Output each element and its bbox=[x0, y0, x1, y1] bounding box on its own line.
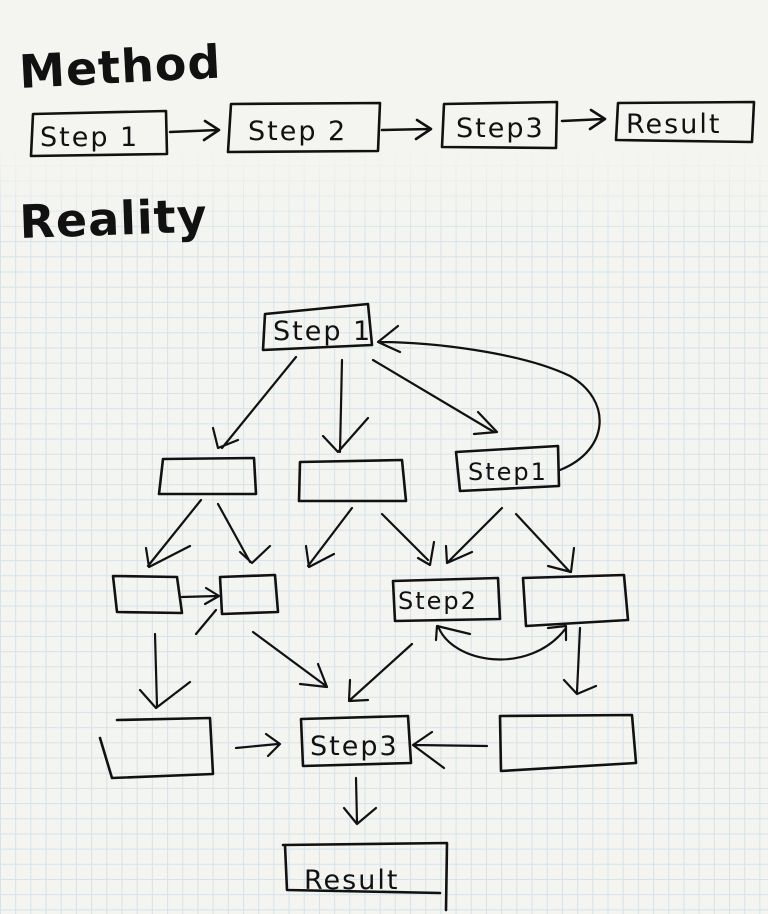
arrow-step1right-to-row3d bbox=[514, 512, 576, 574]
reality-arrows bbox=[138, 324, 601, 826]
arrow-row4right-to-step3 bbox=[411, 730, 489, 770]
reality-step1-top-label: Step 1 bbox=[273, 316, 372, 347]
method-result-label: Result bbox=[626, 109, 721, 140]
arrow-step1-to-right bbox=[371, 358, 499, 436]
empty-box-row3-d bbox=[521, 573, 630, 628]
arrow-row3d-to-row4right bbox=[562, 626, 598, 696]
method-step1-label: Step 1 bbox=[40, 122, 139, 153]
reality-title: Reality bbox=[18, 188, 208, 249]
reality-result-label: Result bbox=[304, 865, 399, 896]
method-step2-label: Step 2 bbox=[248, 116, 347, 147]
arrow-step1-to-left bbox=[211, 355, 298, 450]
method-arrow-2 bbox=[380, 118, 433, 141]
arrow-step2-row3d-loop bbox=[434, 624, 568, 661]
method-step3-label: Step3 bbox=[456, 113, 545, 144]
arrow-row3b-to-step3 bbox=[251, 630, 329, 689]
reality-step3-box bbox=[299, 714, 413, 768]
reality-step2-box bbox=[391, 576, 502, 623]
method-flow: Step 1 Step 2 Step3 Result bbox=[29, 100, 756, 158]
grid-paper bbox=[0, 150, 768, 914]
reality-step2-label: Step2 bbox=[398, 587, 478, 615]
arrow-step2-to-step3 bbox=[347, 642, 414, 703]
arrow-feedback-loop bbox=[376, 324, 601, 472]
arrow-step1-to-middle bbox=[321, 358, 370, 454]
empty-box-row3-a bbox=[111, 574, 184, 615]
reality-step1-right-label: Step1 bbox=[468, 458, 548, 486]
arrow-step3-to-result bbox=[342, 776, 378, 826]
arrow-middle-to-step2 bbox=[380, 512, 436, 567]
arrow-row3a-to-row4left bbox=[138, 632, 192, 710]
arrow-row3a-to-row3b bbox=[180, 586, 221, 636]
method-step3-box bbox=[440, 100, 559, 150]
empty-box-row4-left bbox=[98, 716, 215, 780]
empty-box-row3-b bbox=[218, 573, 280, 616]
empty-box-row4-right bbox=[498, 713, 638, 773]
arrow-row4left-to-step3 bbox=[234, 732, 282, 758]
method-title: Method bbox=[18, 34, 223, 99]
reality-boxes: Step 1 Step1 Step2 Step3 Result bbox=[98, 302, 638, 912]
arrow-left-to-row3b bbox=[216, 502, 272, 565]
reality-step3-label: Step3 bbox=[310, 731, 399, 762]
method-arrow-3 bbox=[560, 108, 607, 131]
method-result-box bbox=[614, 100, 756, 144]
method-arrow-1 bbox=[168, 119, 221, 142]
empty-box-row2-middle bbox=[297, 458, 408, 503]
arrow-middle-to-row3b bbox=[304, 506, 354, 569]
reality-step1-top-box bbox=[261, 302, 374, 352]
arrow-left-to-row3a bbox=[144, 498, 203, 569]
method-step2-box bbox=[226, 101, 382, 154]
empty-box-row2-left bbox=[157, 456, 258, 496]
arrow-step1right-to-step2 bbox=[444, 506, 504, 565]
reality-step1-right-box bbox=[454, 444, 561, 493]
reality-result-box bbox=[281, 841, 449, 912]
method-step1-box bbox=[29, 109, 169, 158]
